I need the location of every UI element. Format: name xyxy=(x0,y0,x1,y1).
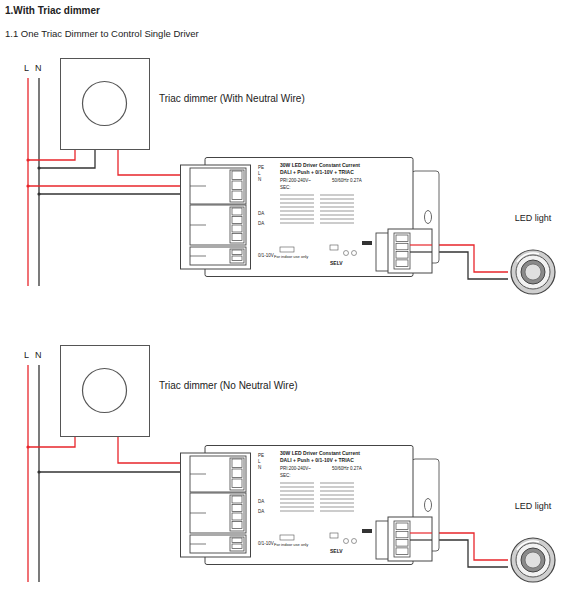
dimmer-knob xyxy=(61,59,148,148)
terminal-label: 0/1-10V xyxy=(258,254,274,259)
neutral-wire xyxy=(38,365,39,582)
driver-print: SELV xyxy=(330,549,343,555)
dimmer-label: Triac dimmer (With Neutral Wire) xyxy=(159,93,305,104)
terminal-label: DA xyxy=(258,222,264,227)
mains-label: N xyxy=(35,351,42,361)
led-output-wire xyxy=(432,252,508,279)
led-light: LED light xyxy=(508,212,558,300)
driver-print: 30W LED Driver Constant Current xyxy=(280,163,360,169)
neutral-wire xyxy=(38,78,39,286)
driver-housing xyxy=(180,157,440,277)
led-label: LED light xyxy=(508,502,558,512)
driver-print: 50/60Hz 0.27A xyxy=(332,179,362,184)
junction-dot xyxy=(26,184,29,187)
led-label: LED light xyxy=(508,214,558,224)
driver-print: DALI + Push + 0/1-10V + TRIAC xyxy=(280,170,354,176)
driver-print: PRI:200-240V~ xyxy=(280,467,311,472)
led-driver: 30W LED Driver Constant CurrentDALI + Pu… xyxy=(180,445,440,565)
junction-dot xyxy=(37,192,40,195)
triac-dimmer: Triac dimmer (With Neutral Wire) xyxy=(60,58,150,150)
terminal-label: L xyxy=(258,172,261,177)
live-wire xyxy=(28,185,206,186)
mains-label: L xyxy=(24,351,29,361)
terminal-label: N xyxy=(258,466,261,471)
driver-print: For indoor use only xyxy=(274,543,308,547)
driver-print: PRI:200-240V~ xyxy=(280,179,311,184)
dimmer-label: Triac dimmer (No Neutral Wire) xyxy=(159,380,298,391)
led-output-wire xyxy=(432,245,508,272)
live-wire xyxy=(27,365,28,582)
neutral-wire xyxy=(39,150,95,168)
driver-housing xyxy=(180,445,440,565)
live-wire xyxy=(27,78,28,286)
terminal-label: N xyxy=(258,178,261,183)
led-light: LED light xyxy=(508,500,558,588)
mains-label: N xyxy=(35,64,42,74)
driver-print: 50/60Hz 0.27A xyxy=(332,467,362,472)
section-subtitle: 1.1 One Triac Dimmer to Control Single D… xyxy=(5,29,199,39)
led-driver: 30W LED Driver Constant CurrentDALI + Pu… xyxy=(180,157,440,277)
terminal-label: PE xyxy=(258,454,264,459)
terminal-label: 0/1-10V xyxy=(258,542,274,547)
led-output-wire xyxy=(432,533,508,560)
driver-print: For indoor use only xyxy=(274,255,308,259)
terminal-label: PE xyxy=(258,166,264,171)
driver-print: 30W LED Driver Constant Current xyxy=(280,451,360,457)
mains-label: L xyxy=(24,64,29,74)
junction-dot xyxy=(37,166,40,169)
live-wire xyxy=(28,150,75,160)
driver-print: DALI + Push + 0/1-10V + TRIAC xyxy=(280,458,354,464)
driver-print: SELV xyxy=(330,261,343,267)
led-output-wire xyxy=(432,540,508,567)
junction-dot xyxy=(26,445,29,448)
triac-dimmer: Triac dimmer (No Neutral Wire) xyxy=(60,345,150,437)
led-lamp-icon xyxy=(508,500,558,588)
page-title: 1.With Triac dimmer xyxy=(5,5,100,16)
led-lamp-icon xyxy=(508,212,558,300)
terminal-label: DA xyxy=(258,212,264,217)
driver-print: SEC: xyxy=(280,186,291,191)
terminal-label: DA xyxy=(258,510,264,515)
terminal-label: DA xyxy=(258,500,264,505)
junction-dot xyxy=(26,158,29,161)
live-wire xyxy=(28,437,75,447)
junction-dot xyxy=(37,470,40,473)
dimmer-knob xyxy=(61,346,148,435)
terminal-label: L xyxy=(258,460,261,465)
driver-print: SEC: xyxy=(280,474,291,479)
